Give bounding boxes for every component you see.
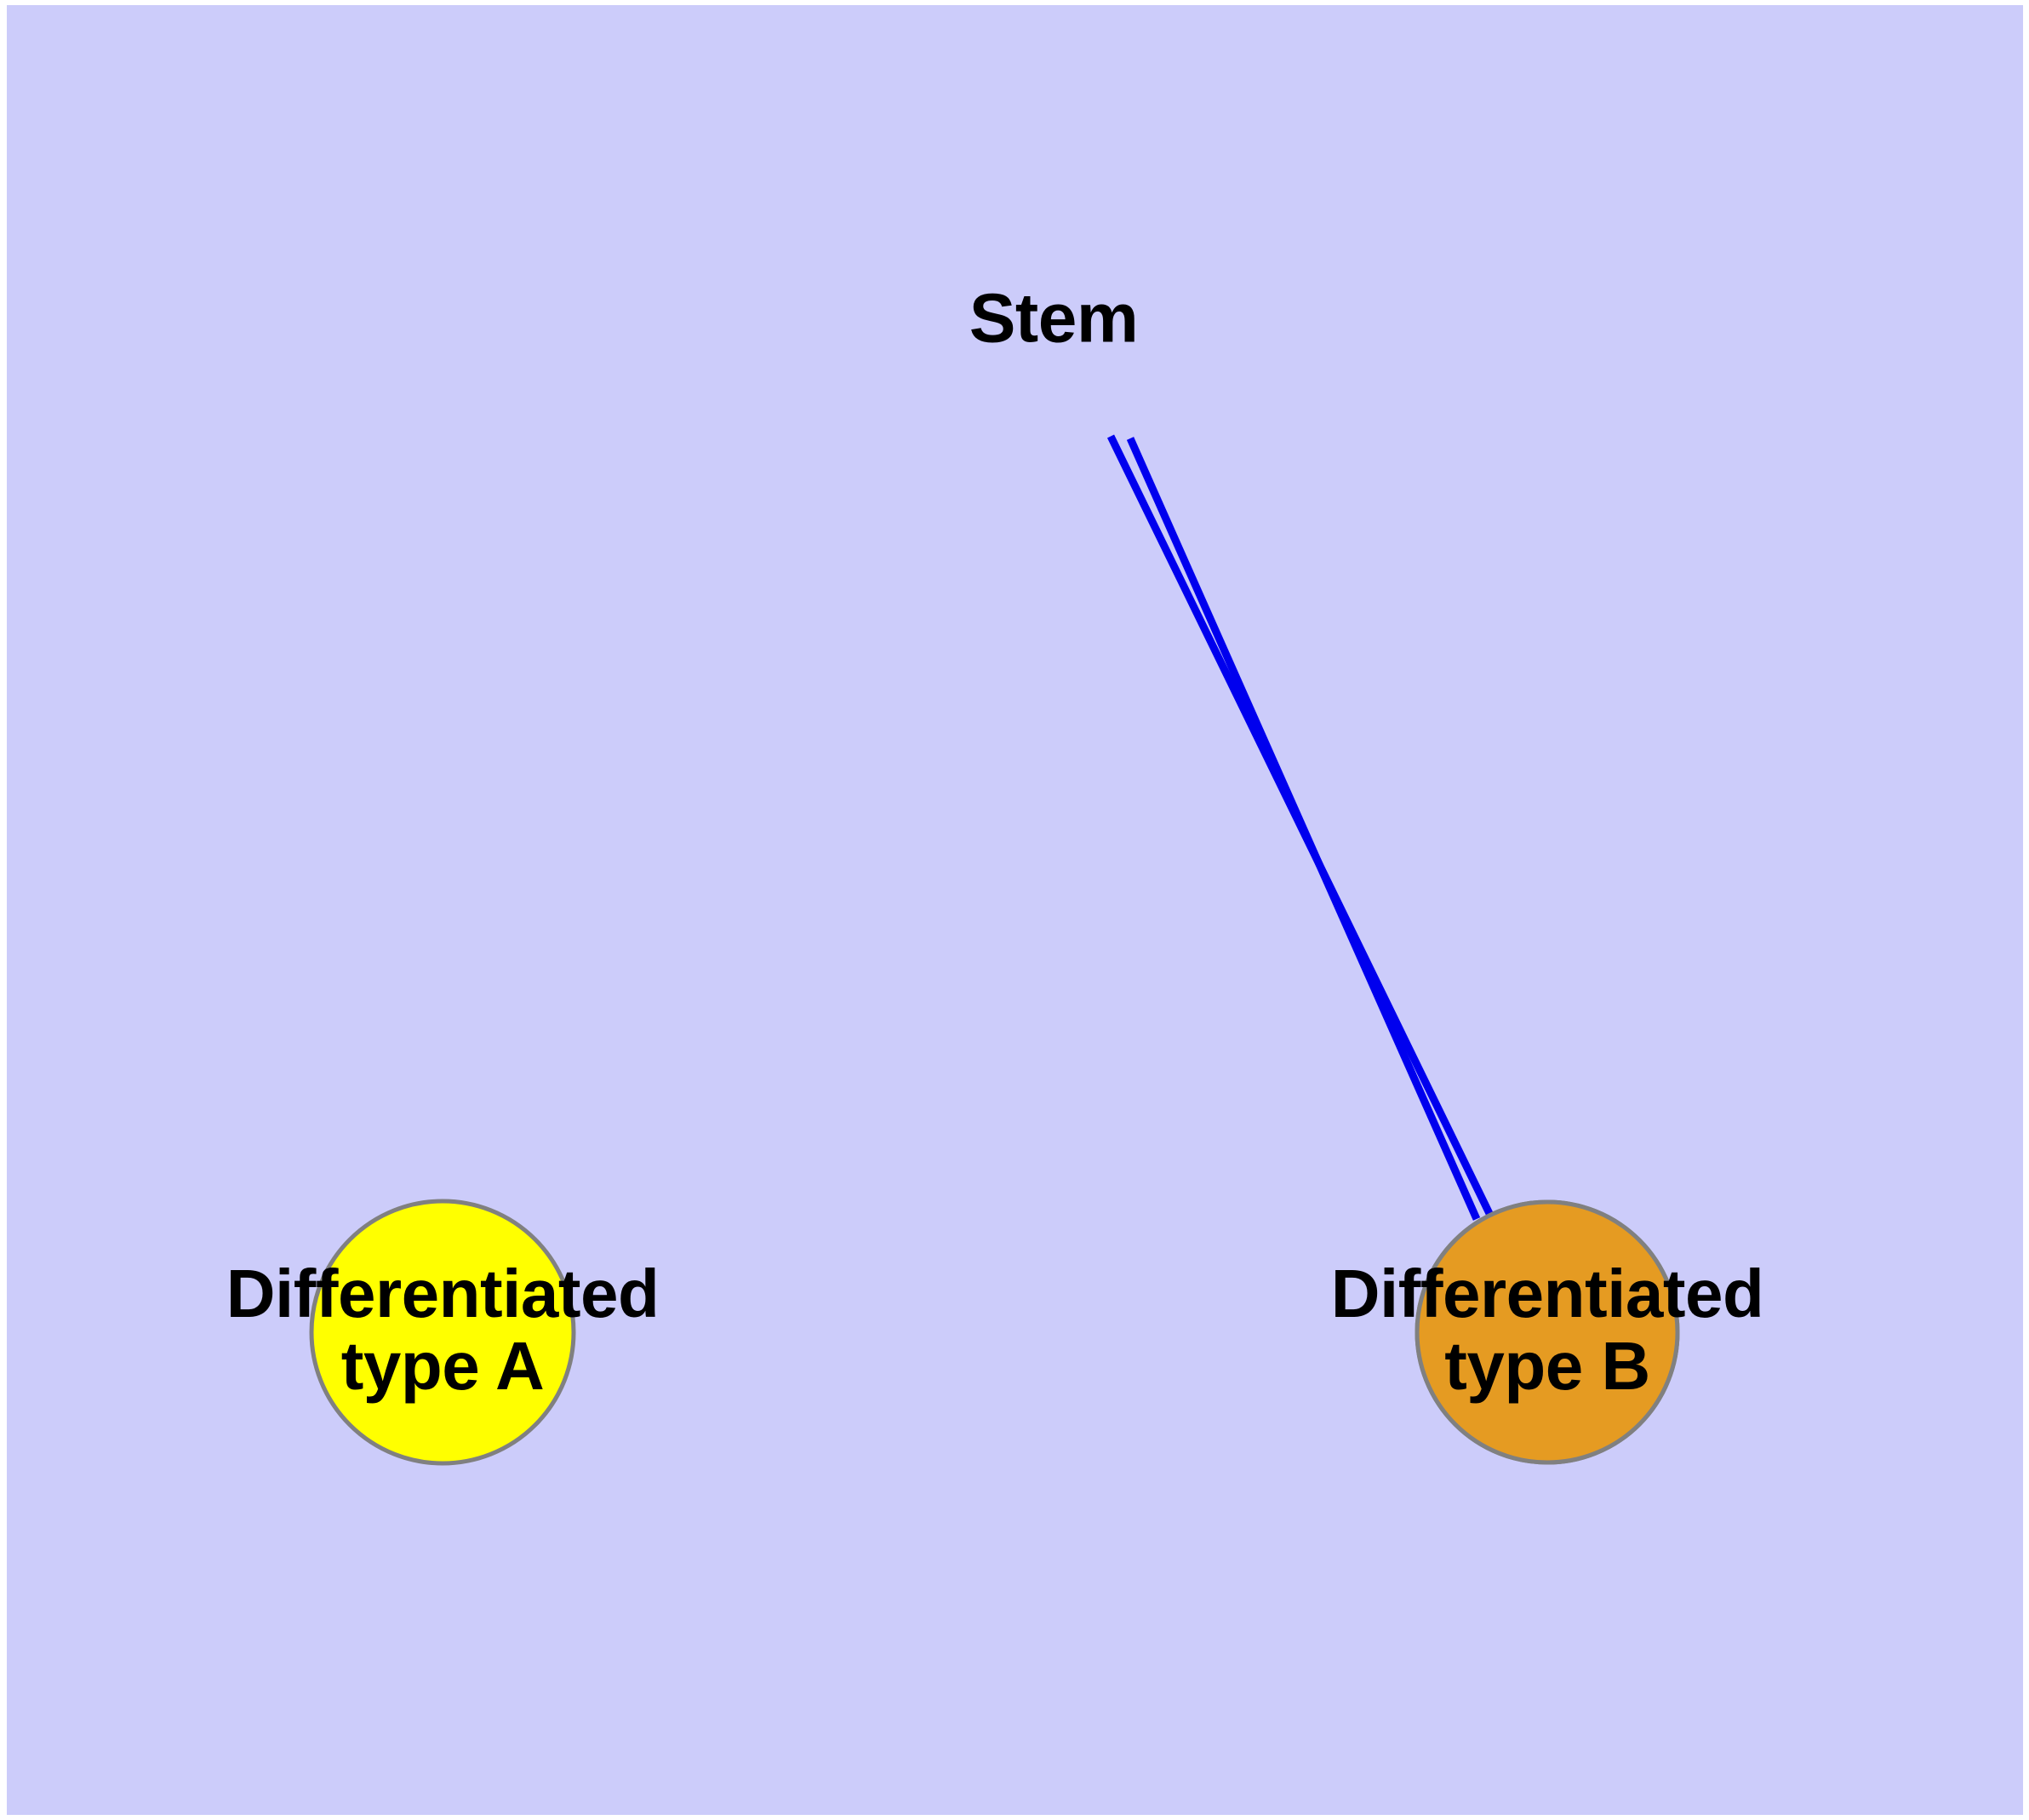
node-stem[interactable] (309, 1199, 576, 1466)
node-differentiated-type-b[interactable] (1415, 1199, 1680, 1465)
edge-layer (1106, 434, 1495, 1221)
node-layer (309, 1199, 1680, 1466)
diagram-background (7, 5, 2023, 1815)
edge-stem-to-differentiated-type-b[interactable] (1126, 437, 1481, 1221)
